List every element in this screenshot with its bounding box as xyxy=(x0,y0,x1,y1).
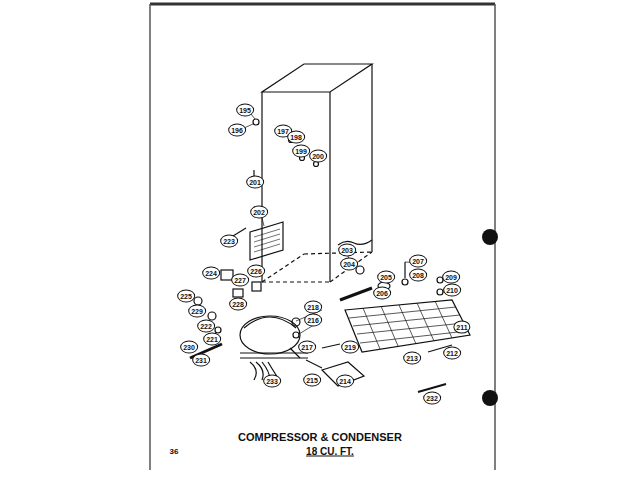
callout-number: 215 xyxy=(303,374,321,387)
callout-number: 200 xyxy=(309,150,327,163)
callout-number: 202 xyxy=(250,206,268,219)
page-number: 36 xyxy=(170,447,179,456)
callout-number: 218 xyxy=(304,301,322,314)
callout-number: 208 xyxy=(409,269,427,282)
callout-number: 216 xyxy=(304,314,322,327)
callout-number: 217 xyxy=(298,341,316,354)
callout-number: 214 xyxy=(336,375,354,388)
callout-number: 196 xyxy=(228,124,246,137)
callout-number: 221 xyxy=(203,333,221,346)
callout-number: 226 xyxy=(247,265,265,278)
callout-number: 225 xyxy=(177,290,195,303)
callout-number: 207 xyxy=(409,255,427,268)
callout-number: 209 xyxy=(442,271,460,284)
callout-number: 230 xyxy=(180,341,198,354)
callout-number: 219 xyxy=(341,341,359,354)
callout-number: 233 xyxy=(263,375,281,388)
callout-number: 210 xyxy=(443,284,461,297)
callout-number: 224 xyxy=(202,267,220,280)
callout-number: 223 xyxy=(220,235,238,248)
callout-number: 205 xyxy=(377,271,395,284)
callout-number: 231 xyxy=(192,354,210,367)
callout-number: 227 xyxy=(231,274,249,287)
callout-number: 198 xyxy=(287,131,305,144)
callout-number: 204 xyxy=(340,258,358,271)
callout-number: 232 xyxy=(423,392,441,405)
callout-number: 222 xyxy=(197,320,215,333)
callout-number: 213 xyxy=(403,352,421,365)
callout-number: 203 xyxy=(338,244,356,257)
callout-number: 228 xyxy=(229,298,247,311)
callout-number: 201 xyxy=(246,176,264,189)
callout-number: 195 xyxy=(236,104,254,117)
callout-number: 199 xyxy=(292,145,310,158)
callout-number: 206 xyxy=(373,287,391,300)
subtitle-text: 18 CU. FT. xyxy=(306,446,354,457)
callout-number: 229 xyxy=(188,305,206,318)
diagram-title: COMPRESSOR & CONDENSER xyxy=(238,431,402,443)
callout-number: 212 xyxy=(443,347,461,360)
